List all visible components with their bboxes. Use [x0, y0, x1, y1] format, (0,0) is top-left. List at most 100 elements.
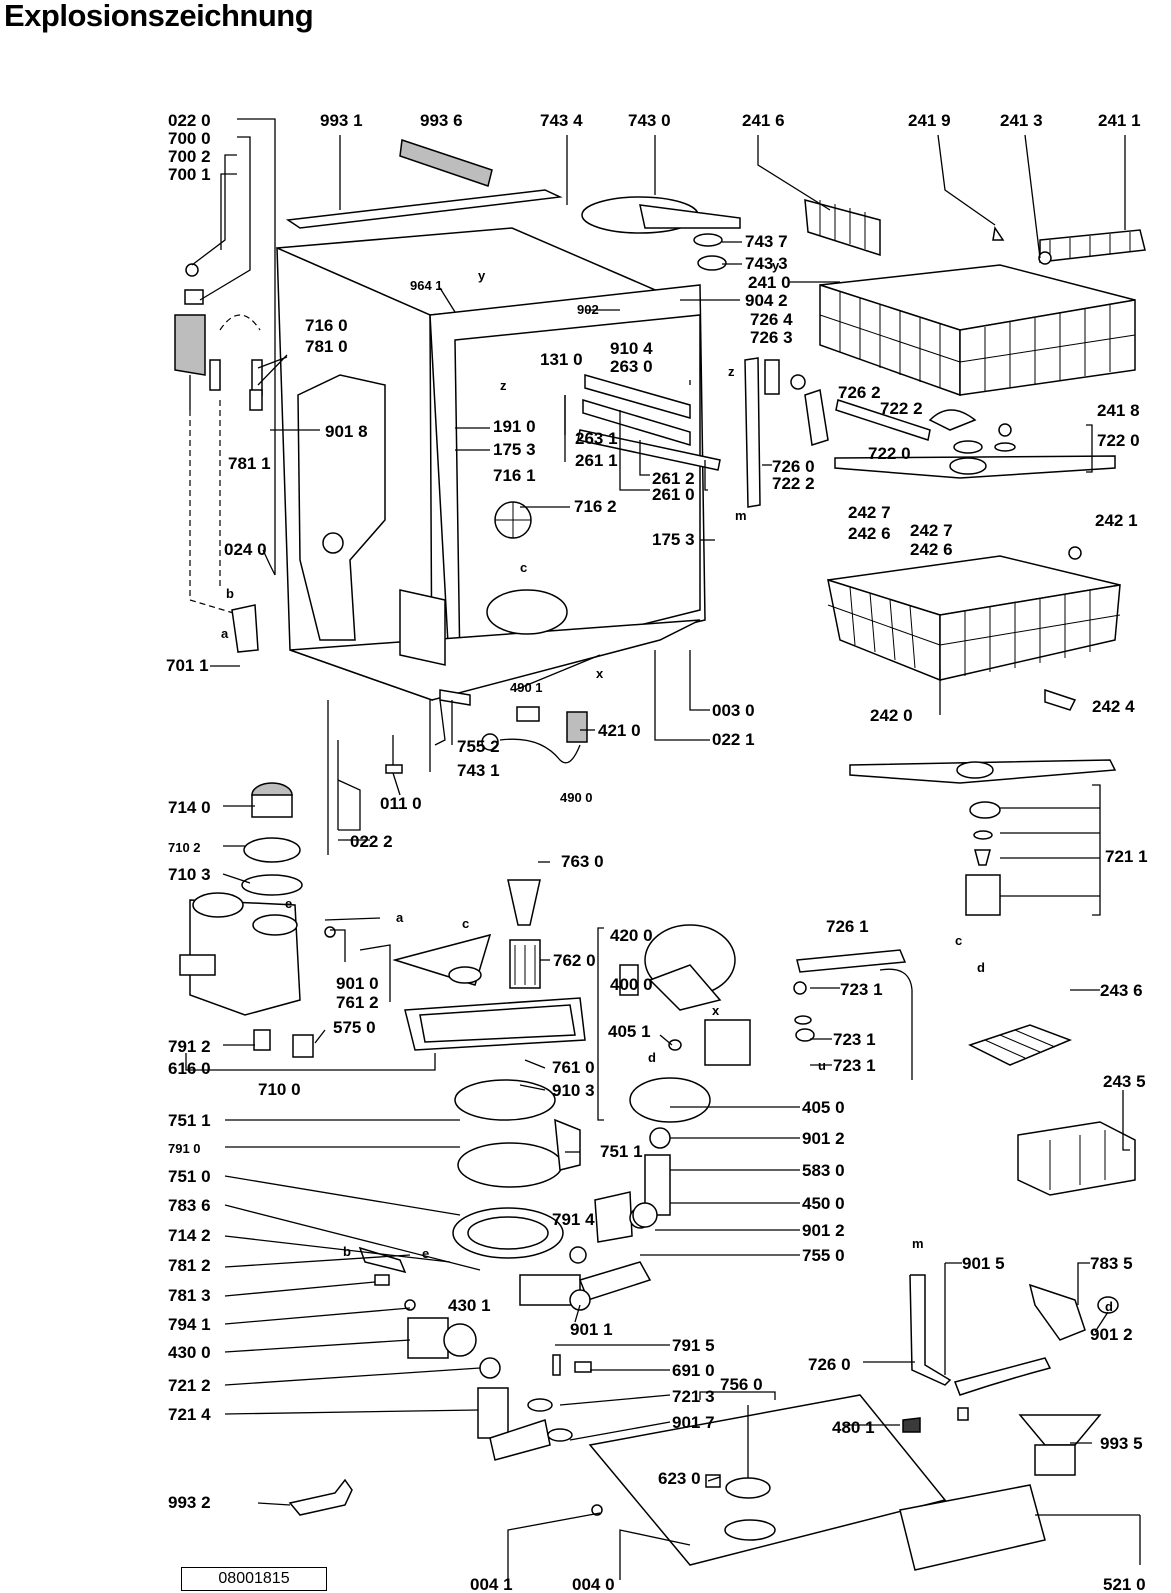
part-label: 721 2 — [168, 1376, 211, 1395]
part-label: 261 1 — [575, 451, 618, 470]
part-label: 450 0 — [802, 1194, 845, 1213]
connection-letter: a — [396, 910, 404, 925]
part-label: 901 0 — [336, 974, 379, 993]
upper-basket-graphic — [819, 264, 1136, 397]
part-label: 743 1 — [457, 761, 500, 780]
connection-letter: d — [648, 1050, 656, 1065]
connection-letter: c — [955, 933, 962, 948]
part-label: 722 2 — [772, 474, 815, 493]
part-label: 175 3 — [652, 530, 695, 549]
top-spray-arm-tube — [639, 204, 741, 229]
part-label: 022 2 — [350, 832, 393, 851]
feed-pipe — [744, 357, 761, 508]
part-label: 751 0 — [168, 1167, 211, 1186]
part-label: 241 1 — [1098, 111, 1141, 130]
part-label: 993 1 — [320, 111, 363, 130]
filter-cone — [507, 879, 541, 926]
part-label: 710 0 — [258, 1080, 301, 1099]
hinge-bracket — [231, 604, 259, 653]
part-label: 243 5 — [1103, 1072, 1146, 1091]
part-label: 716 2 — [574, 497, 617, 516]
leader-lines — [191, 118, 1141, 1580]
part-label: 901 1 — [570, 1320, 613, 1339]
part-label: 794 1 — [168, 1315, 211, 1334]
connection-letter: x — [596, 666, 604, 681]
part-label: 241 8 — [1097, 401, 1140, 420]
part-label: 405 0 — [802, 1098, 845, 1117]
connection-letter: u — [818, 1058, 826, 1073]
part-label: 901 7 — [672, 1413, 715, 1432]
part-label: 004 0 — [572, 1575, 615, 1593]
part-label: 623 0 — [658, 1469, 701, 1488]
part-label: 904 2 — [745, 291, 788, 310]
part-label: 791 0 — [168, 1141, 201, 1156]
part-label: 490 1 — [510, 680, 543, 695]
part-label: 901 5 — [962, 1254, 1005, 1273]
part-label: 743 4 — [540, 111, 583, 130]
part-label: 756 0 — [720, 1375, 763, 1394]
connection-letter: y — [478, 268, 486, 283]
part-label: 242 0 — [870, 706, 913, 725]
connection-letter: b — [343, 1244, 351, 1259]
sump-opening — [486, 589, 568, 635]
part-label: 490 0 — [560, 790, 593, 805]
part-label: 242 4 — [1092, 697, 1135, 716]
part-label: 616 0 — [168, 1059, 211, 1078]
funnel — [1018, 1414, 1102, 1446]
connection-letter: y — [772, 258, 780, 273]
connection-letter: e — [422, 1246, 429, 1261]
side-insulation — [297, 374, 386, 641]
part-label: 011 0 — [380, 794, 422, 813]
part-label: 723 1 — [840, 980, 883, 999]
part-label: 902 — [577, 302, 599, 317]
part-label: 263 0 — [610, 357, 653, 376]
tine-holder — [804, 198, 881, 257]
part-label: 191 0 — [493, 417, 536, 436]
part-label: 241 0 — [748, 273, 791, 292]
part-label: 901 2 — [1090, 1325, 1133, 1344]
part-label: 420 0 — [610, 926, 653, 945]
part-label: 901 2 — [802, 1129, 845, 1148]
part-label: 726 0 — [772, 457, 815, 476]
part-label: 726 4 — [750, 310, 793, 329]
connection-letter: d — [977, 960, 985, 975]
part-label: 781 1 — [228, 454, 271, 473]
part-label: 783 6 — [168, 1196, 211, 1215]
part-label: 710 3 — [168, 865, 211, 884]
part-label: 710 2 — [168, 840, 201, 855]
connection-letter: m — [912, 1236, 924, 1251]
part-label: 430 1 — [448, 1296, 491, 1315]
part-label: 964 1 — [410, 278, 443, 293]
part-label: 405 1 — [608, 1022, 651, 1041]
part-label: 791 4 — [552, 1210, 595, 1229]
part-label: 726 0 — [808, 1355, 851, 1374]
part-label: 421 0 — [598, 721, 641, 740]
part-label: 241 6 — [742, 111, 785, 130]
part-label: 751 1 — [168, 1111, 211, 1130]
part-label: 993 6 — [420, 111, 463, 130]
part-label: 131 0 — [540, 350, 583, 369]
part-label: 521 0 — [1103, 1575, 1146, 1593]
part-label: 721 1 — [1105, 847, 1148, 866]
vent-grille — [322, 532, 344, 554]
part-label: 242 6 — [910, 540, 953, 559]
part-label: 242 7 — [848, 503, 891, 522]
part-label: 400 0 — [610, 975, 653, 994]
lower-basket-graphic — [827, 555, 1121, 682]
part-label: 714 0 — [168, 798, 211, 817]
part-label: 791 5 — [672, 1336, 715, 1355]
connection-letter: z — [500, 378, 507, 393]
part-label: 755 2 — [457, 737, 500, 756]
connection-letter: b — [226, 586, 234, 601]
part-label: 743 0 — [628, 111, 671, 130]
part-label: 022 0 — [168, 111, 211, 130]
part-label: 910 4 — [610, 339, 653, 358]
part-label: 242 1 — [1095, 511, 1138, 530]
part-label: 901 2 — [802, 1221, 845, 1240]
line-art — [174, 138, 1146, 1571]
part-label: 743 3 — [745, 254, 788, 273]
part-label: 722 0 — [868, 444, 911, 463]
part-label: 700 2 — [168, 147, 211, 166]
page-title: Explosionszeichnung — [4, 0, 314, 33]
